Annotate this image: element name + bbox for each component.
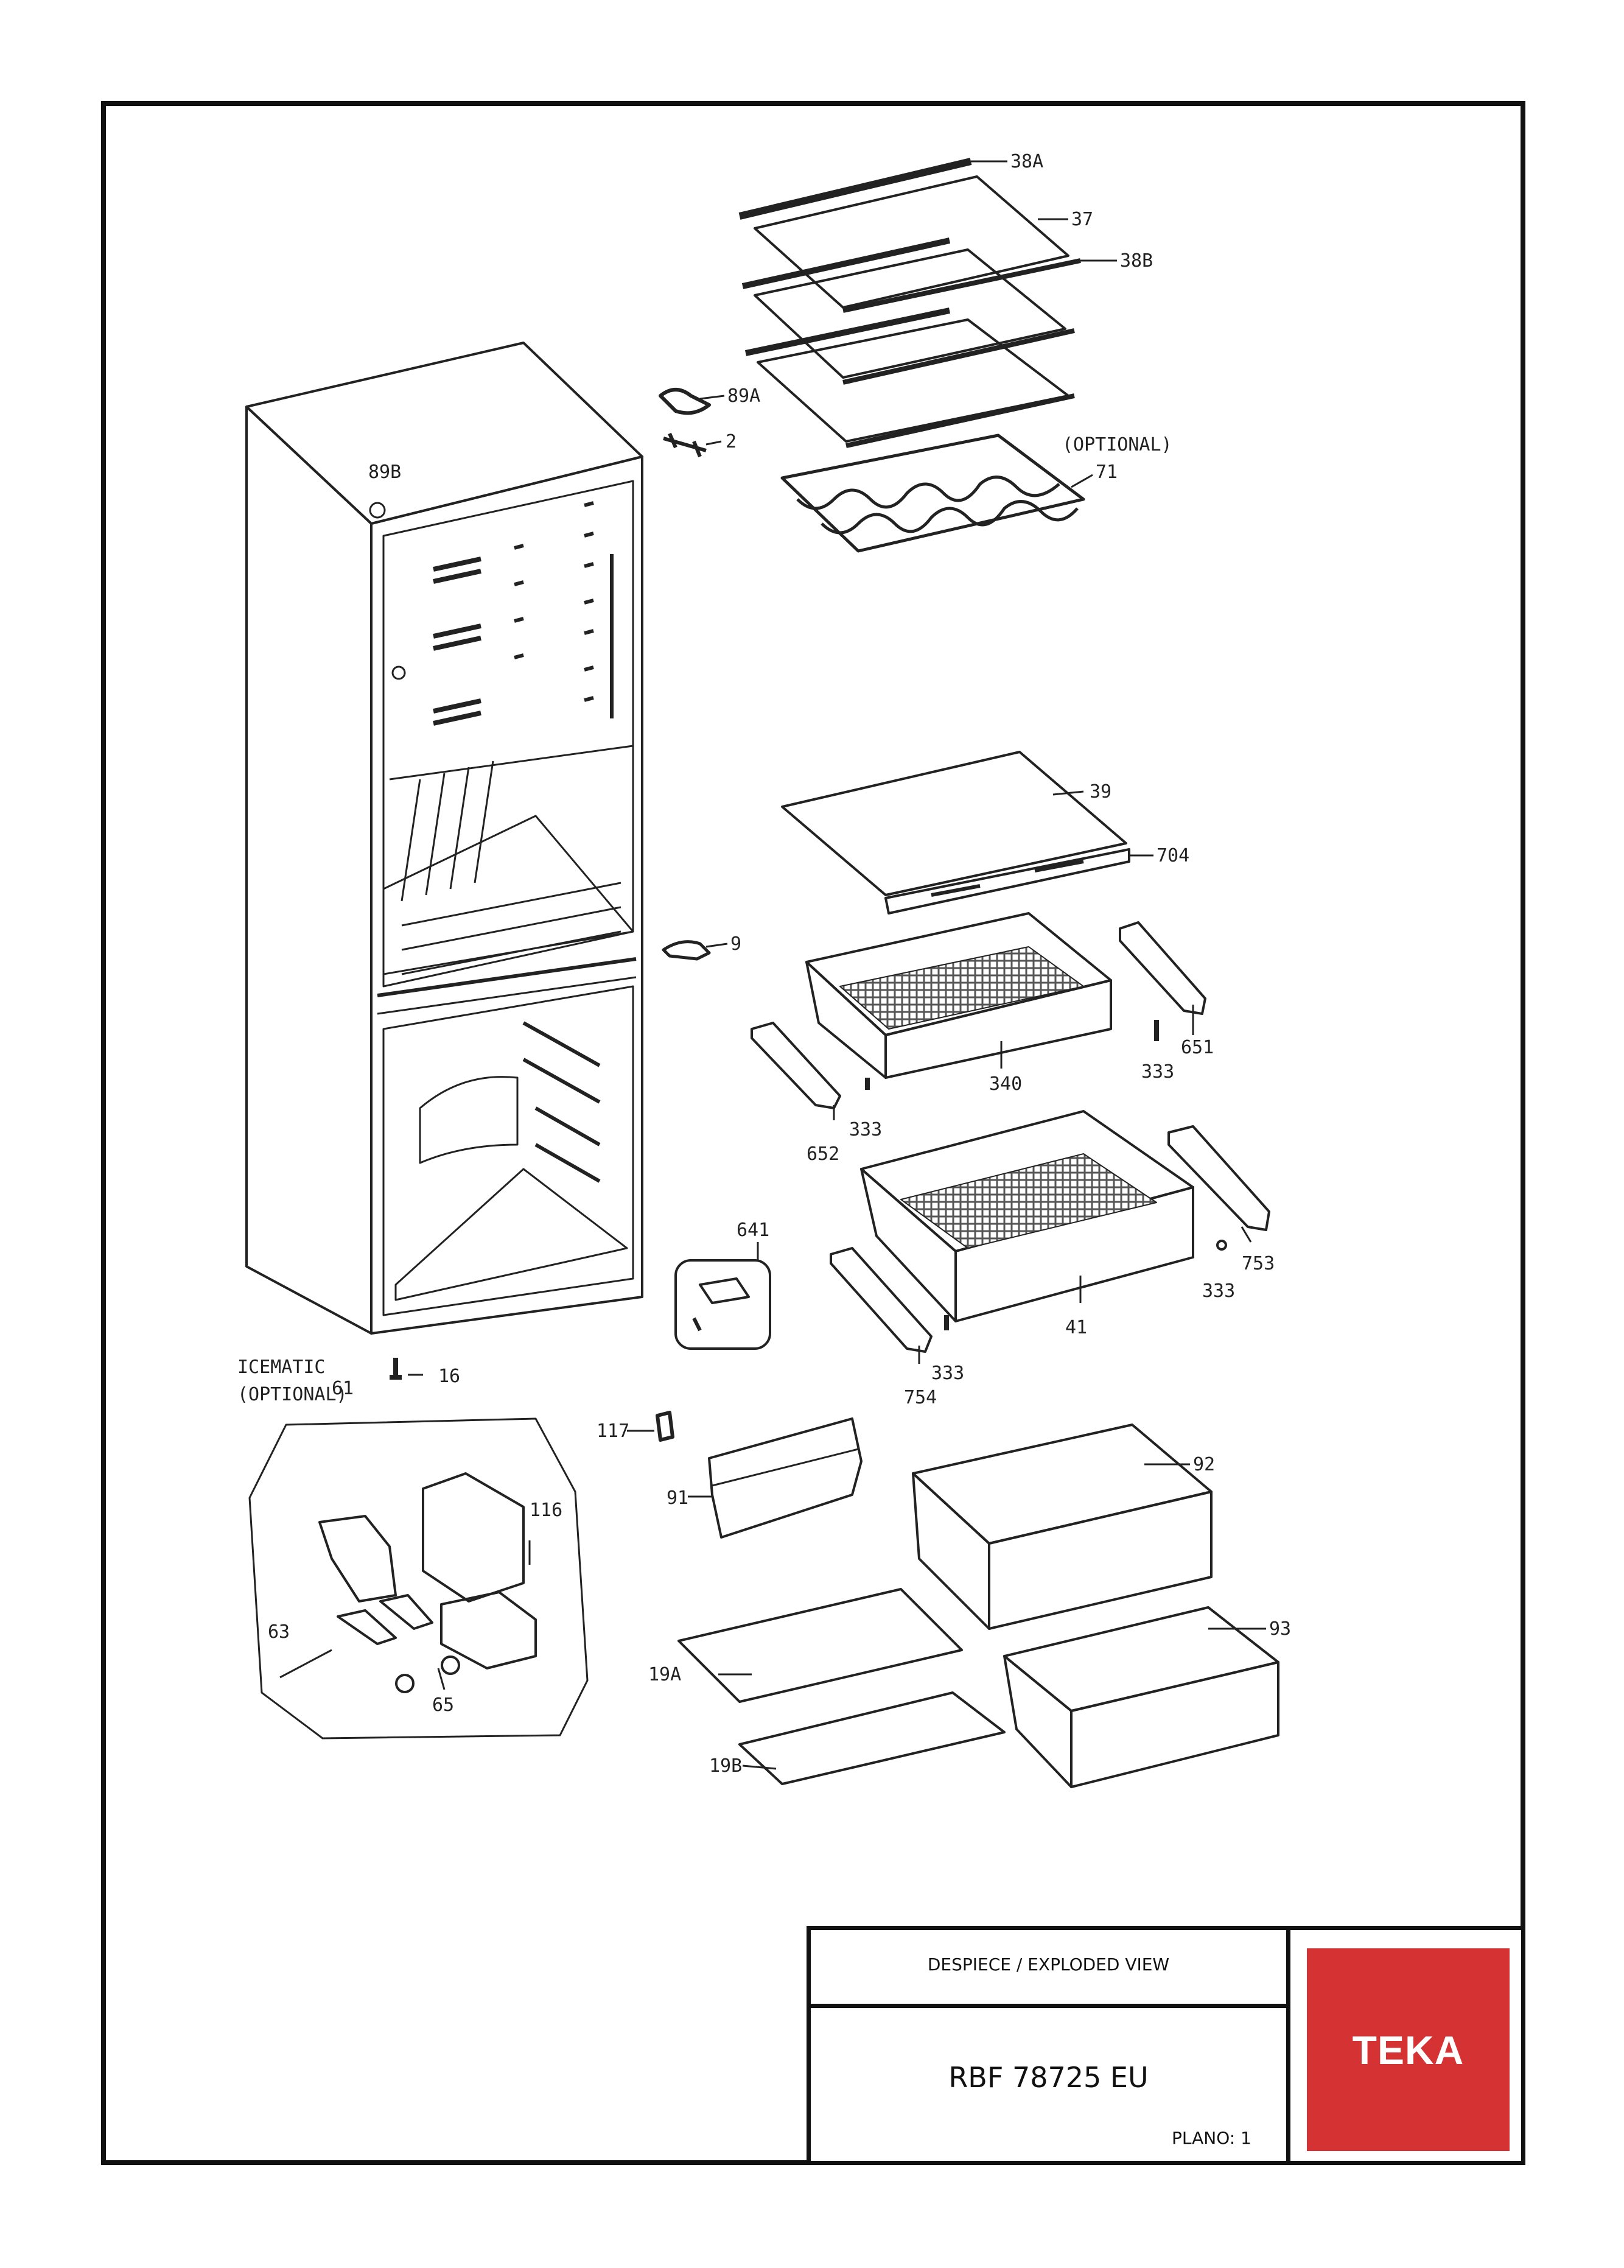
callout-19B: 19B — [709, 1755, 742, 1777]
sheet-number: PLANO: 1 — [1172, 2128, 1251, 2148]
bolt-16 — [390, 1358, 402, 1380]
crisper-cover-shelf — [781, 751, 1130, 915]
callout-333-d: 333 — [931, 1363, 964, 1384]
callout-333-b: 333 — [849, 1119, 882, 1140]
callout-65: 65 — [432, 1694, 454, 1716]
model-number: RBF 78725 EU — [948, 2061, 1149, 2094]
glass-shelf-19B — [738, 1691, 1006, 1785]
callout-63: 63 — [268, 1621, 290, 1643]
freezer-flap — [708, 1417, 863, 1539]
wine-rack — [780, 434, 1085, 553]
callout-71: 71 — [1096, 462, 1118, 483]
callout-92: 92 — [1193, 1454, 1215, 1475]
glass-shelf-19A — [677, 1588, 963, 1703]
lower-crisper-drawer — [860, 1110, 1194, 1322]
small-parts-top — [659, 388, 711, 458]
detail-641 — [674, 1259, 771, 1350]
teka-logo-text: TEKA — [1352, 2027, 1465, 2073]
fridge-cabinet — [245, 342, 643, 1335]
callout-61: 61 — [332, 1378, 354, 1399]
callout-37: 37 — [1071, 209, 1093, 230]
callout-651: 651 — [1181, 1037, 1214, 1058]
callout-38B: 38B — [1120, 250, 1153, 272]
callout-116: 116 — [530, 1500, 562, 1521]
title-block-model-cell — [807, 2004, 1290, 2165]
callout-41: 41 — [1065, 1317, 1087, 1338]
callout-340: 340 — [989, 1073, 1022, 1095]
freezer-drawer-92 — [912, 1424, 1213, 1630]
callout-optional-top: (OPTIONAL) — [1062, 434, 1172, 455]
callout-89B: 89B — [368, 462, 401, 483]
upper-glass-shelves — [738, 158, 1081, 448]
callout-117: 117 — [597, 1420, 629, 1442]
callout-333-a: 333 — [1141, 1061, 1174, 1083]
callout-641: 641 — [737, 1220, 769, 1241]
callout-754: 754 — [904, 1387, 937, 1408]
drawer-rails-lower — [830, 1125, 1270, 1353]
freezer-drawer-93 — [1003, 1606, 1279, 1788]
callout-38A: 38A — [1010, 151, 1043, 172]
callout-optional-ice: (OPTIONAL) — [237, 1384, 348, 1405]
teka-logo: TEKA — [1307, 1948, 1510, 2151]
view-label: DESPIECE / EXPLODED VIEW — [927, 1954, 1170, 1975]
callout-39: 39 — [1090, 781, 1111, 802]
callout-652: 652 — [807, 1143, 839, 1165]
callout-753: 753 — [1242, 1253, 1275, 1274]
leader-lines — [408, 160, 1266, 1770]
icematic-assembly — [248, 1417, 589, 1740]
bracket-117 — [656, 1411, 674, 1442]
clip-part — [662, 940, 711, 961]
callout-9: 9 — [730, 933, 741, 955]
callout-2: 2 — [726, 431, 737, 452]
callout-333-c: 333 — [1202, 1280, 1235, 1302]
callout-16: 16 — [438, 1366, 460, 1387]
callout-icematic: ICEMATIC — [237, 1357, 326, 1378]
callout-93: 93 — [1269, 1618, 1291, 1640]
drawer-rails-upper — [751, 921, 1206, 1109]
upper-crisper-drawer — [805, 912, 1112, 1079]
callout-89A: 89A — [727, 385, 760, 407]
callout-91: 91 — [667, 1487, 688, 1509]
callout-labels: 38A 37 38B 89A 2 (OPTIONAL) 71 89B 39 70… — [237, 151, 1291, 1777]
callout-19A: 19A — [648, 1664, 681, 1685]
callout-704: 704 — [1157, 845, 1189, 866]
